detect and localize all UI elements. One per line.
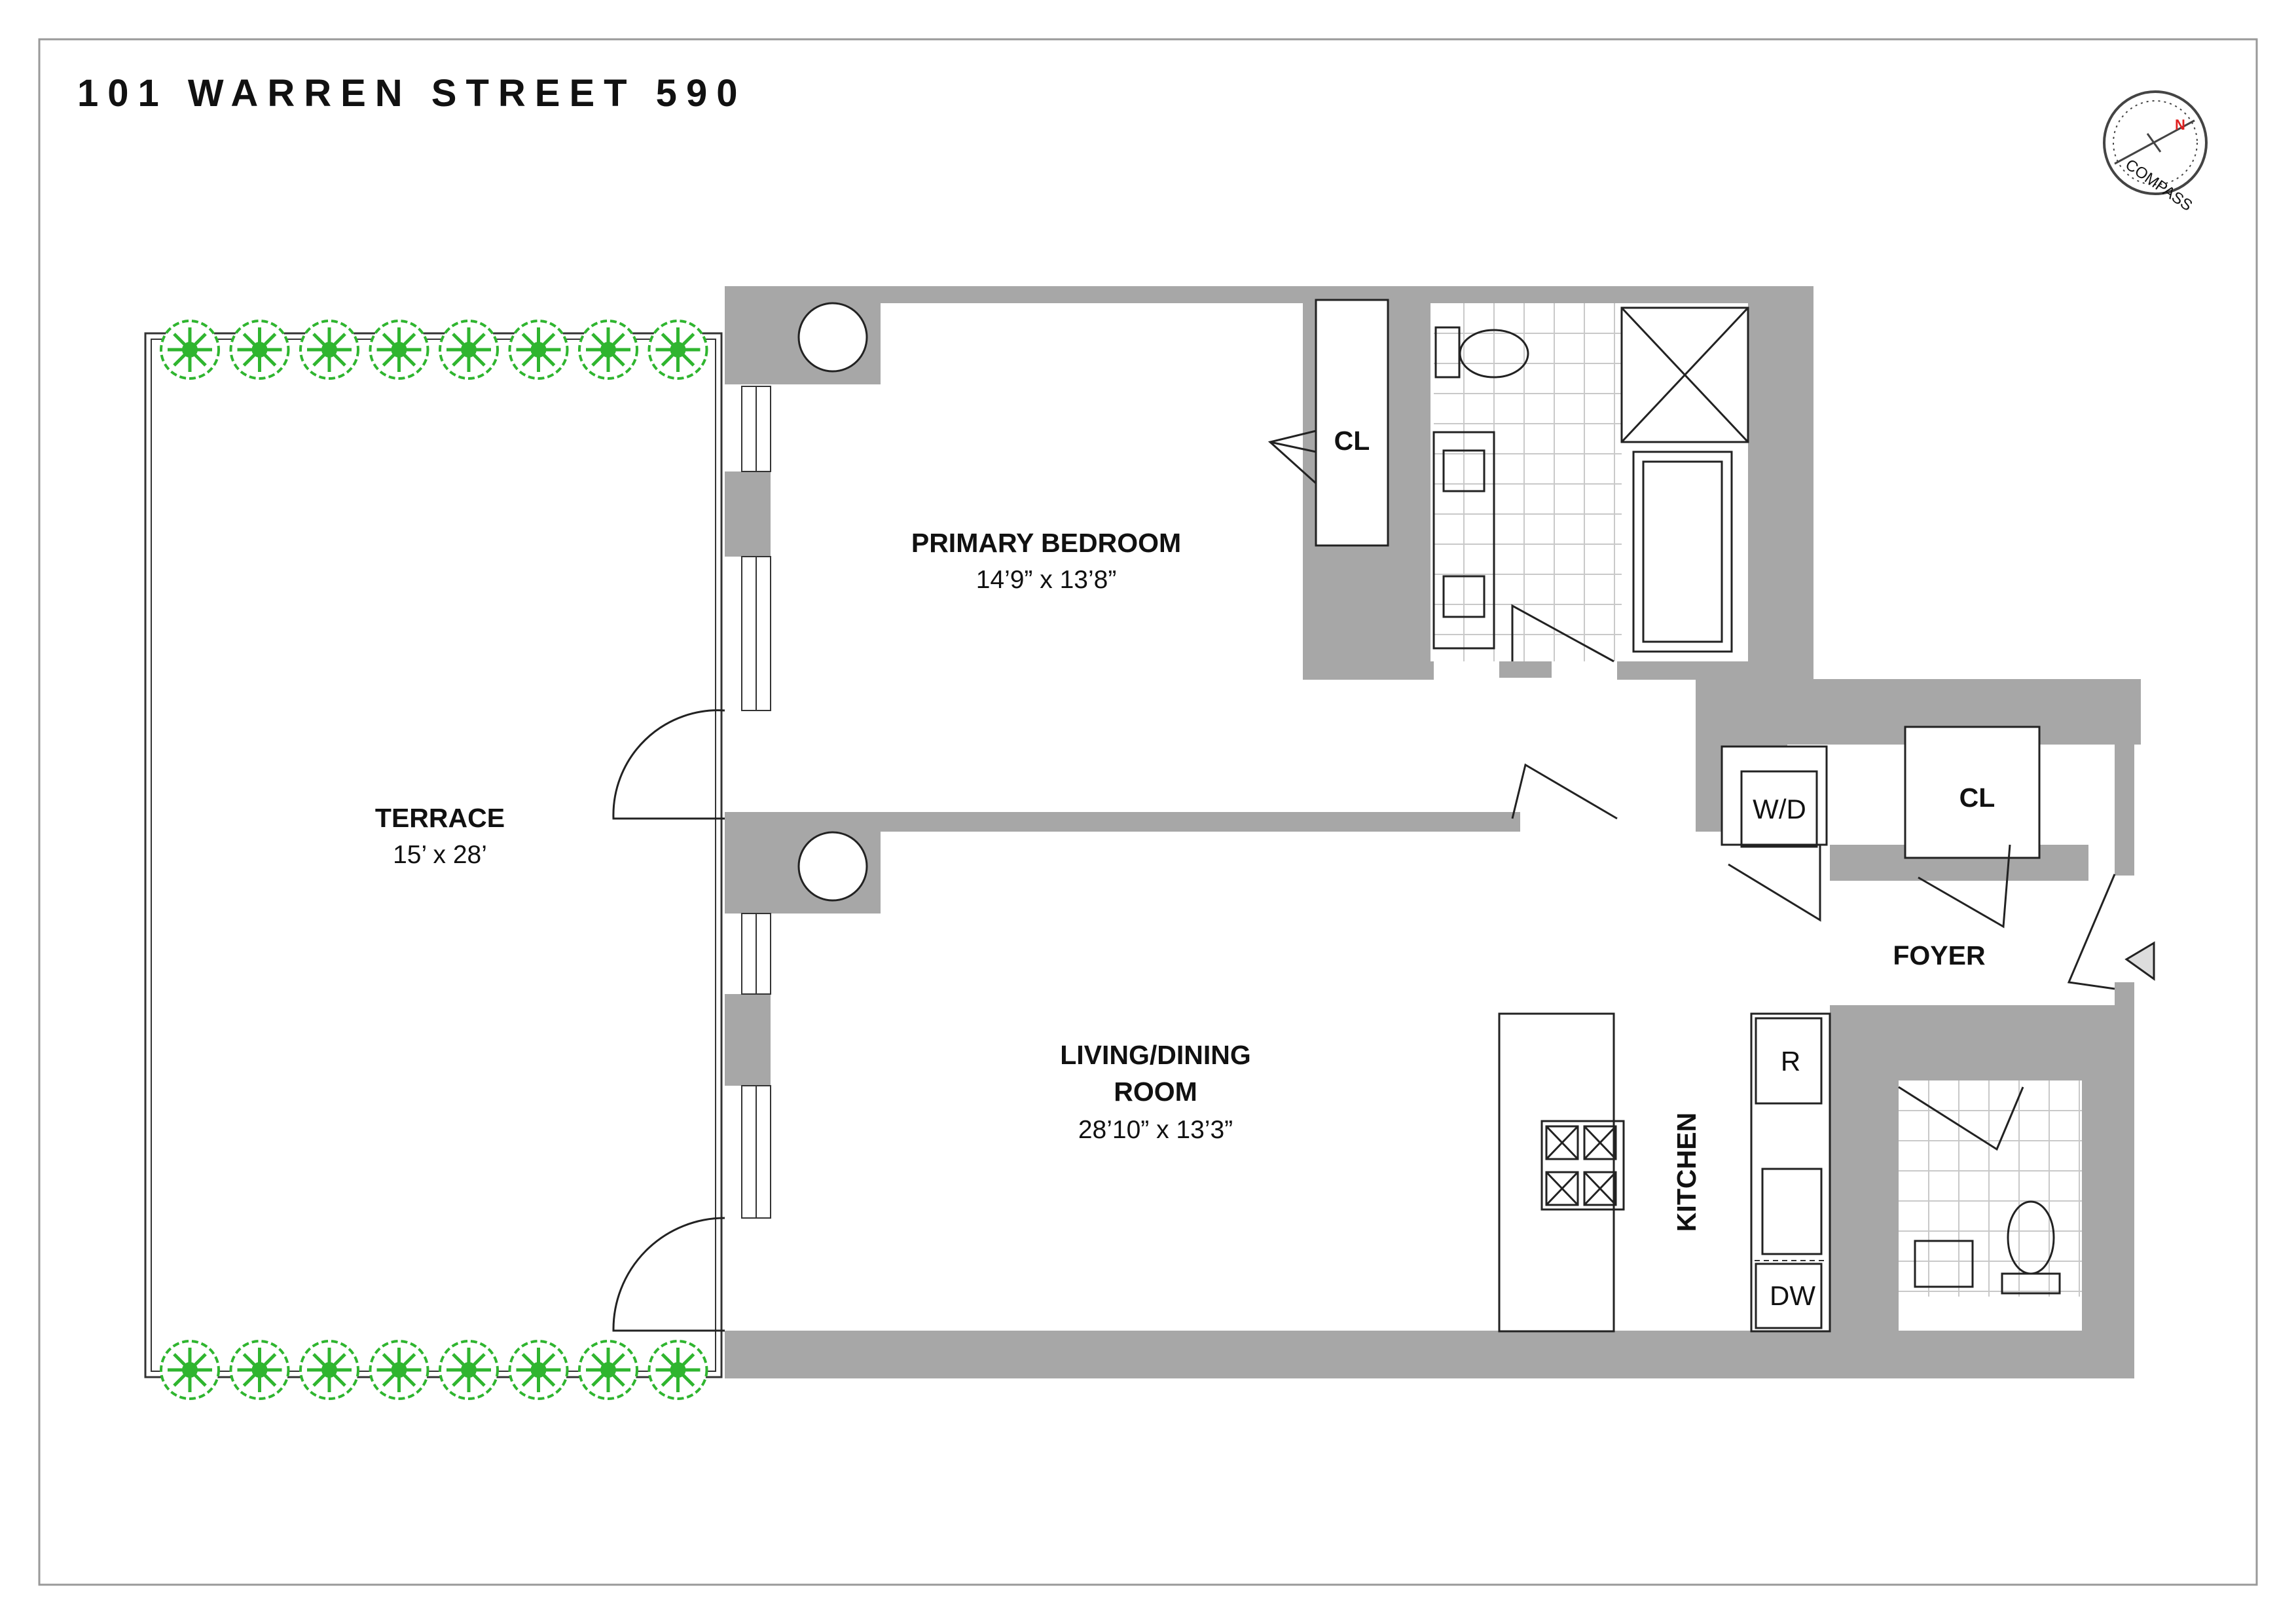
foyer-closet-door	[1918, 844, 2011, 929]
plant-icon	[578, 1340, 638, 1400]
bedroom-closet-door	[1267, 430, 1317, 485]
living-terrace-door	[612, 1217, 725, 1332]
washer-dryer-icon	[1740, 770, 1818, 848]
plant-icon	[647, 1340, 708, 1400]
compass-icon: N COMPASS	[2103, 90, 2208, 215]
bedroom-label: PRIMARY BEDROOM	[911, 528, 1181, 558]
kitchen-sink-icon	[1761, 1168, 1823, 1255]
refrigerator-icon	[1755, 1017, 1823, 1105]
terrace-railing-inner	[151, 339, 716, 1372]
terrace-label: TERRACE	[375, 803, 505, 833]
powder-room-fixtures	[1914, 1200, 2061, 1295]
kitchen-label: KITCHEN	[1671, 1113, 1702, 1232]
powder-sink-icon	[1914, 1240, 1974, 1288]
entry-door	[2067, 874, 2116, 990]
column-bedroom	[797, 302, 868, 373]
refrigerator-label: R	[1781, 1046, 1800, 1077]
powder-room-tile-grid	[1899, 1080, 2082, 1297]
bedroom-dimensions: 14’9” x 13’8”	[976, 566, 1117, 594]
page-title: 101 WARREN STREET 590	[77, 72, 746, 115]
washer-dryer-label: W/D	[1753, 794, 1806, 824]
doors	[612, 430, 2116, 1332]
bathroom-fixtures	[1432, 306, 1749, 653]
plant-icon	[160, 1340, 220, 1400]
plant-icon	[439, 320, 499, 380]
foyer-closet-label: CL	[1959, 783, 1995, 813]
column-living	[797, 831, 868, 902]
room-voids	[771, 299, 2115, 1331]
plant-icon	[369, 320, 429, 380]
bath-door	[1511, 604, 1614, 663]
bathtub-icon	[1632, 451, 1733, 653]
cooktop-icon	[1540, 1120, 1625, 1211]
plant-icon	[229, 1340, 290, 1400]
bedroom-closet-label: CL	[1334, 426, 1370, 456]
plant-icon	[160, 320, 220, 380]
plant-icon	[508, 1340, 569, 1400]
plant-icon	[508, 320, 569, 380]
plant-icon	[229, 320, 290, 380]
terrace-railing-outer	[144, 332, 723, 1378]
foyer-label: FOYER	[1893, 940, 1985, 970]
plant-icon	[299, 1340, 359, 1400]
plant-icon	[439, 1340, 499, 1400]
powder-door	[1898, 1086, 2024, 1151]
toilet-icon	[1459, 329, 1529, 378]
planter-row-bottom	[160, 1340, 708, 1400]
terrace-dimensions: 15’ x 28’	[393, 841, 487, 869]
bedroom-terrace-door	[612, 709, 725, 820]
compass-north-label: N	[2175, 117, 2185, 133]
dishwasher-label: DW	[1770, 1280, 1815, 1311]
plant-icon	[369, 1340, 429, 1400]
page-frame	[38, 38, 2258, 1586]
sink-icon	[1442, 575, 1485, 618]
terrace	[144, 320, 723, 1400]
living-label-line2: ROOM	[1114, 1077, 1197, 1107]
plant-icon	[647, 320, 708, 380]
living-dimensions: 28’10” x 13’3”	[1078, 1116, 1233, 1144]
kitchen-fixtures	[1498, 1012, 1831, 1333]
laundry-door	[1728, 845, 1821, 922]
planter-row-top	[160, 320, 708, 380]
sink-icon	[1442, 449, 1485, 492]
shower-icon	[1620, 306, 1749, 443]
bedroom-entry-door	[1511, 763, 1618, 820]
dishwasher-icon	[1755, 1263, 1823, 1329]
kitchen-counter	[1750, 1012, 1831, 1333]
entry-arrow-icon	[2124, 941, 2155, 981]
west-windows	[741, 386, 771, 1219]
plant-icon	[299, 320, 359, 380]
plant-icon	[578, 320, 638, 380]
living-label-line1: LIVING/DINING	[1060, 1040, 1251, 1070]
